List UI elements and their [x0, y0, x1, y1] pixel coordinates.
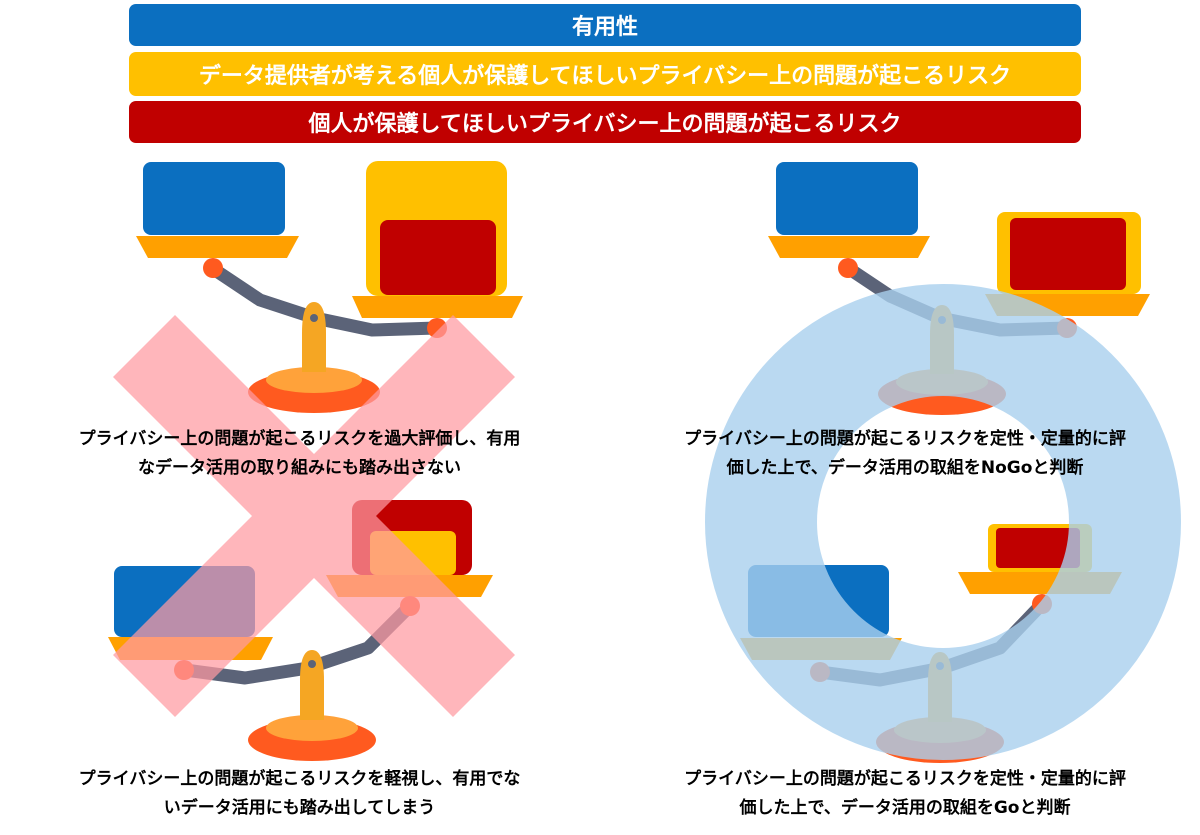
- caption-line: なデータ活用の取り組みにも踏み出さない: [138, 458, 461, 478]
- scale-base-top: [266, 367, 362, 393]
- utility-legend-bar: 有用性: [129, 4, 1081, 46]
- caption-line: 価した上で、データ活用の取組をGoと判断: [739, 798, 1071, 818]
- scale-pivot: [308, 660, 316, 668]
- caption-top-right: プライバシー上の問題が起こるリスクを定性・定量的に評 価した上で、データ活用の取…: [615, 425, 1195, 483]
- scale-base-top: [266, 715, 358, 741]
- individual-risk-legend-label: 個人が保護してほしいプライバシー上の問題が起こるリスク: [308, 112, 902, 137]
- scale-post: [302, 302, 326, 372]
- provider-risk-legend-label: データ提供者が考える個人が保護してほしいプライバシー上の問題が起こるリスク: [198, 64, 1012, 89]
- left-pan: [768, 236, 930, 258]
- left-pan-knob: [203, 258, 223, 278]
- caption-line: プライバシー上の問題が起こるリスクを過大評価し、有用: [78, 429, 521, 449]
- caption-line: いデータ活用にも踏み出してしまう: [163, 798, 436, 818]
- caption-bottom-right: プライバシー上の問題が起こるリスクを定性・定量的に評 価した上で、データ活用の取…: [615, 765, 1195, 823]
- utility-weight: [776, 162, 918, 235]
- caption-line: プライバシー上の問題が起こるリスクを軽視し、有用でな: [78, 769, 521, 789]
- caption-line: プライバシー上の問題が起こるリスクを定性・定量的に評: [684, 429, 1126, 449]
- caption-bottom-left: プライバシー上の問題が起こるリスクを軽視し、有用でな いデータ活用にも踏み出して…: [12, 765, 587, 823]
- individual-risk-weight: [1010, 218, 1126, 290]
- caption-line: プライバシー上の問題が起こるリスクを定性・定量的に評: [684, 769, 1126, 789]
- caption-line: 価した上で、データ活用の取組をNoGoと判断: [726, 458, 1084, 478]
- circle-mark: [705, 284, 1181, 760]
- caption-top-left: プライバシー上の問題が起こるリスクを過大評価し、有用 なデータ活用の取り組みにも…: [12, 425, 587, 483]
- individual-risk-weight: [996, 528, 1080, 568]
- utility-weight: [143, 162, 285, 235]
- individual-risk-weight: [380, 220, 496, 295]
- cross-mark: [113, 315, 515, 717]
- left-pan: [136, 236, 299, 258]
- scale-top-left: [136, 161, 523, 413]
- left-pan-knob: [838, 258, 858, 278]
- cross-stroke-2: [113, 315, 515, 717]
- utility-legend-label: 有用性: [571, 15, 638, 40]
- scale-pivot: [310, 314, 318, 322]
- provider-risk-legend-bar: データ提供者が考える個人が保護してほしいプライバシー上の問題が起こるリスク: [129, 52, 1081, 96]
- right-pan: [352, 296, 523, 318]
- individual-risk-legend-bar: 個人が保護してほしいプライバシー上の問題が起こるリスク: [129, 101, 1081, 143]
- scale-post: [300, 650, 324, 720]
